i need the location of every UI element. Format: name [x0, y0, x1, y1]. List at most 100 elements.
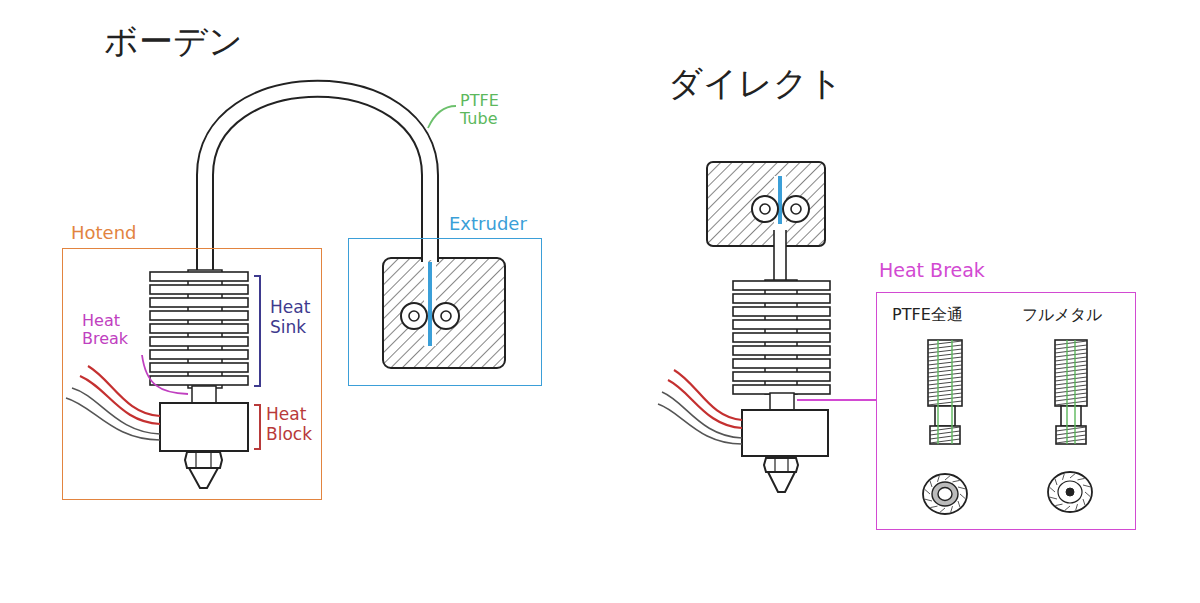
heat-sink-fin	[150, 311, 248, 320]
bore-lines	[938, 340, 1075, 444]
thread-line	[928, 345, 962, 349]
filament-path	[424, 262, 436, 346]
heat-sink-fin	[733, 372, 830, 381]
thread-line	[928, 389, 962, 393]
extruder-box: Extruder	[348, 238, 542, 386]
tube-end	[421, 238, 423, 262]
thread-line	[1056, 427, 1086, 431]
heat-sink-bracket	[254, 276, 260, 386]
nozzle-nut-edge	[195, 452, 196, 468]
thread-line	[928, 341, 962, 345]
filament-guide	[785, 230, 787, 282]
heater-wire	[88, 366, 160, 416]
nozzle-tip	[189, 468, 218, 488]
thread-line	[928, 357, 962, 361]
thread-line	[928, 365, 962, 369]
thread-line	[1078, 478, 1085, 479]
thread-line	[1055, 381, 1087, 385]
heat-sink-fin	[733, 281, 830, 290]
nozzle-tip	[768, 472, 795, 492]
drive-gear-hub	[760, 204, 770, 214]
heat-break-neck	[192, 386, 216, 404]
thread-line	[928, 385, 962, 389]
thread-line	[1055, 401, 1087, 405]
thermistor-wire	[662, 392, 742, 438]
direct-extruder-body	[707, 162, 825, 246]
thermistor-wire	[72, 388, 160, 434]
thread-line	[928, 361, 962, 365]
thread-line	[928, 381, 962, 385]
heat-break-box: Heat Break	[876, 292, 1136, 530]
heat-sink-fin	[733, 320, 830, 329]
ptfe-heat-break	[928, 340, 962, 444]
ptfe-heat-break-end-view	[923, 474, 967, 514]
part-name: Heat Sink	[270, 298, 310, 337]
heat-sink-fin	[150, 285, 248, 294]
heater-wire	[674, 370, 742, 420]
heat-sink-fin	[150, 337, 248, 346]
heat-sink-fin	[150, 298, 248, 307]
thread-line	[928, 353, 962, 357]
thread-line	[1083, 485, 1090, 487]
thread-line	[960, 494, 965, 499]
hotend-box: Hotend	[62, 248, 322, 500]
thread-line	[1055, 369, 1087, 373]
nozzle-nut	[764, 458, 798, 472]
heat-sink	[733, 281, 830, 394]
filament-path	[774, 176, 786, 280]
heat-sink	[150, 272, 248, 385]
heat-block-bracket	[254, 405, 260, 449]
part-name: Heat Block	[266, 405, 312, 444]
heat-sink-fin	[150, 350, 248, 359]
tube-end	[212, 248, 214, 272]
full-metal-heat-break-end-view	[1048, 472, 1092, 512]
thread-line	[1085, 492, 1090, 497]
thread-line	[938, 476, 940, 482]
box-heading: Heat Break	[879, 259, 985, 281]
thread-line	[1055, 385, 1087, 389]
heat-sink-fin	[733, 359, 830, 368]
thread-line	[1055, 361, 1087, 365]
thermistor-wire	[66, 398, 160, 440]
thread-line	[1063, 474, 1065, 480]
thread-line	[1055, 357, 1087, 361]
heat-break-leader	[142, 355, 188, 394]
thread-line	[1055, 341, 1087, 345]
section-title: ボーデン	[104, 22, 243, 61]
thread-line	[1050, 487, 1055, 492]
filament	[778, 176, 782, 224]
tube-leader	[428, 106, 456, 128]
tube-outline	[205, 89, 430, 248]
box-heading: Extruder	[449, 213, 527, 234]
heat-break-neck	[770, 393, 794, 411]
heat-sink-fin	[733, 333, 830, 342]
tube-inner	[205, 89, 430, 248]
thread-line	[1050, 497, 1057, 499]
nozzle-nut-edge	[787, 458, 788, 472]
thread-line	[945, 476, 950, 480]
filament	[428, 262, 432, 346]
thread-line	[928, 349, 962, 353]
thread-line	[1056, 431, 1086, 435]
nozzle-nut	[185, 452, 222, 468]
tube-end	[196, 248, 198, 272]
idler-bearing-hub	[441, 311, 451, 321]
thread-line	[1055, 479, 1057, 485]
thread	[928, 341, 1087, 443]
heat-break-leader	[797, 399, 876, 401]
ptfe-tube	[205, 89, 430, 248]
full-metal-heat-break	[1055, 340, 1087, 444]
idler-bearing-hub	[791, 204, 801, 214]
thread-line	[1055, 365, 1087, 369]
thread-line	[930, 481, 932, 487]
heat-sink-fin	[150, 376, 248, 385]
edge-label: PTFE Tube	[460, 92, 499, 129]
thread-line	[928, 397, 962, 401]
thread-line	[928, 401, 962, 405]
heater-wire	[80, 376, 160, 424]
part-name: Heat Break	[82, 312, 128, 349]
heat-sink-fin	[150, 272, 248, 281]
